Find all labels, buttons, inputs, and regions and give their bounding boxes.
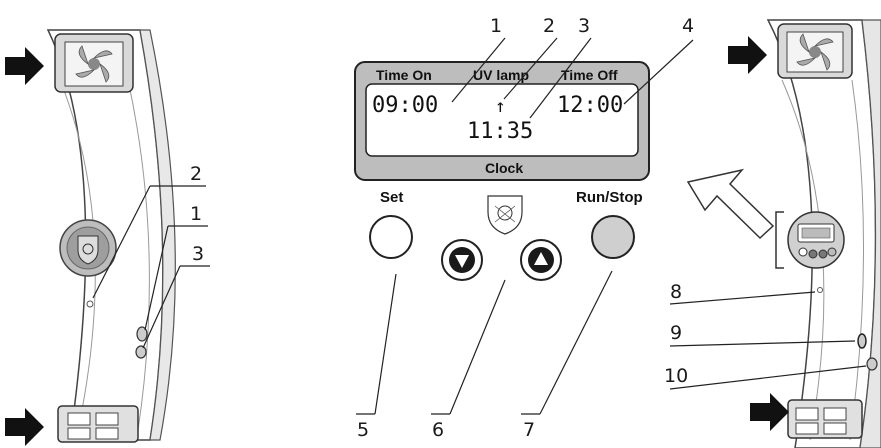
right-knob-9 <box>857 333 867 349</box>
up-button[interactable] <box>520 239 562 281</box>
set-button[interactable] <box>369 215 413 259</box>
callout-4-panel: 4 <box>682 15 694 37</box>
triangle-up-icon <box>534 252 548 265</box>
header-time-on: Time On <box>376 67 432 83</box>
arrow-right-icon <box>750 393 789 431</box>
callout-2-left: 2 <box>190 163 202 185</box>
control-panel: Time On UV lamp Time Off 09:00 ↑ 12:00 1… <box>354 15 694 441</box>
indicator-led-icon <box>817 287 823 293</box>
arrow-right-icon <box>728 36 767 74</box>
footer-clock: Clock <box>485 160 523 176</box>
time-off-value: 12:00 <box>557 93 623 118</box>
left-knob-1 <box>136 326 148 342</box>
fan-icon <box>777 23 853 79</box>
arrow-right-icon <box>5 47 44 85</box>
callout-9-right: 9 <box>670 322 682 344</box>
header-time-off: Time Off <box>561 67 618 83</box>
lcd-screen <box>365 83 639 157</box>
callout-7-panel: 7 <box>523 419 535 441</box>
down-button[interactable] <box>441 239 483 281</box>
right-knob-10 <box>866 357 878 371</box>
left-knob-3 <box>135 345 147 359</box>
callout-8-right: 8 <box>670 281 682 303</box>
uv-lamp-indicator: ↑ <box>495 96 506 117</box>
callout-1-left: 1 <box>190 203 202 225</box>
callout-5-panel: 5 <box>357 419 369 441</box>
header-uv-lamp: UV lamp <box>473 67 529 83</box>
run-stop-button[interactable] <box>591 215 635 259</box>
time-on-value: 09:00 <box>372 93 438 118</box>
mini-control-panel <box>787 211 845 269</box>
hollow-arrow-icon <box>686 168 775 240</box>
indicator-led-icon <box>86 300 94 308</box>
triangle-down-icon <box>455 255 469 268</box>
bottom-grille <box>787 399 863 439</box>
callout-1-panel: 1 <box>490 15 502 37</box>
bottom-grille <box>57 405 139 443</box>
set-label: Set <box>380 189 403 206</box>
arrow-right-icon <box>5 408 44 446</box>
left-unit-side <box>139 29 176 441</box>
left-unit: 2 1 3 <box>5 29 210 446</box>
callout-2-panel: 2 <box>543 15 555 37</box>
uv-shield-icon <box>487 195 523 235</box>
callout-3-left: 3 <box>192 243 204 265</box>
run-stop-label: Run/Stop <box>576 189 643 206</box>
callout-6-panel: 6 <box>432 419 444 441</box>
callout-10-right: 10 <box>664 365 688 387</box>
fan-icon <box>54 33 134 93</box>
clock-value: 11:35 <box>467 119 533 144</box>
callout-3-panel: 3 <box>578 15 590 37</box>
uv-badge <box>59 219 117 277</box>
right-unit: 8 9 10 <box>664 19 881 448</box>
